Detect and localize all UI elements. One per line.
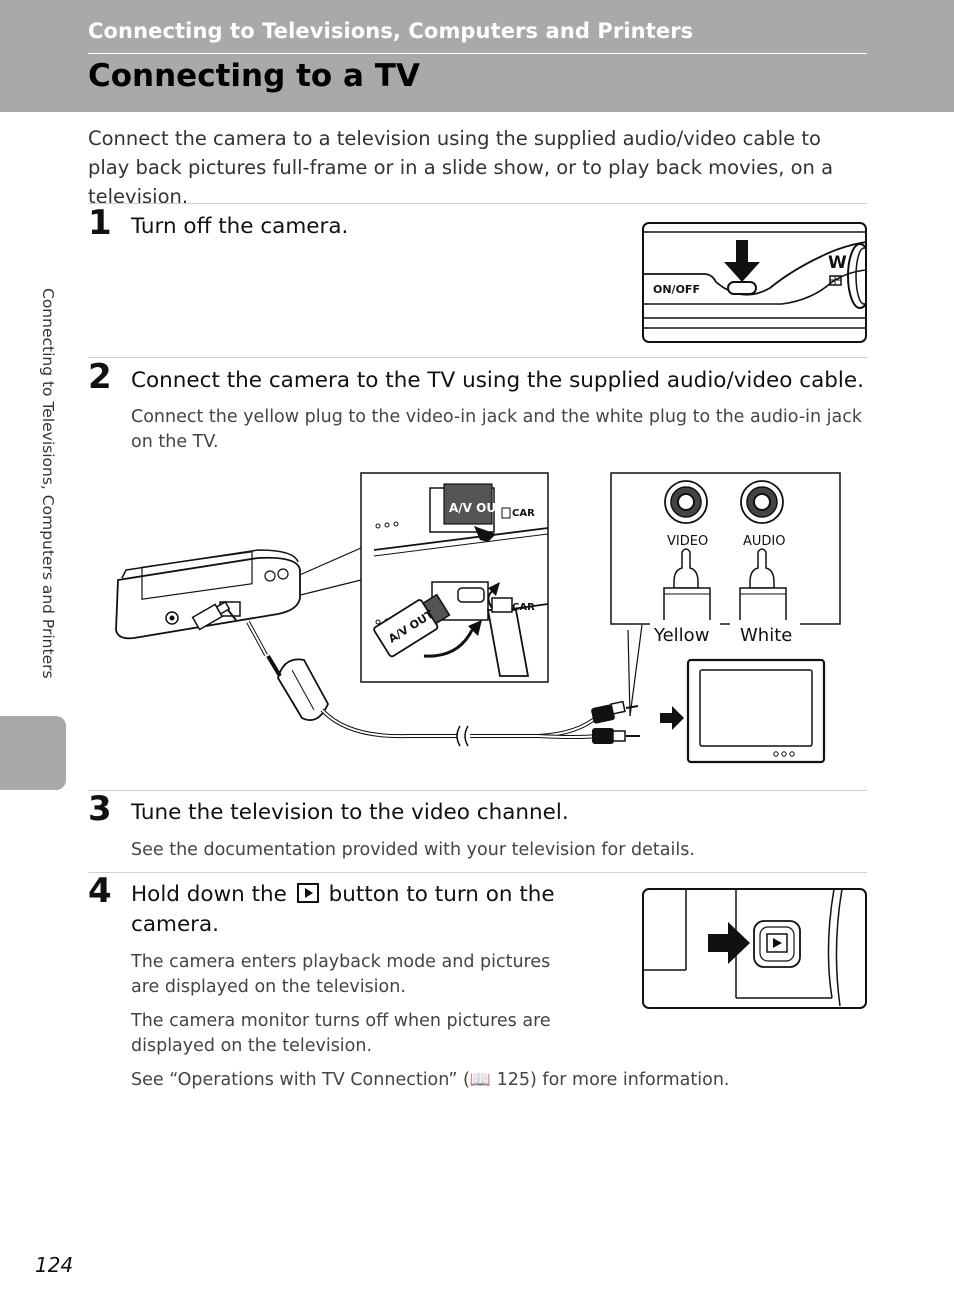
step-2-body: Connect the yellow plug to the video-in … xyxy=(131,407,863,452)
zoom-w-label: W xyxy=(828,253,847,273)
camera-body xyxy=(115,549,301,640)
tv-jacks-inset: VIDEO AUDIO Yellow White xyxy=(610,472,841,646)
page-header: Connecting to Televisions, Computers and… xyxy=(0,0,954,112)
white-plug-label: White xyxy=(740,625,792,646)
arrow-right-icon xyxy=(660,706,684,730)
television xyxy=(686,658,826,764)
step-4-body-2: The camera monitor turns off when pictur… xyxy=(131,1011,551,1056)
av-out-label: A/V OUT xyxy=(449,501,505,515)
step-4-body-1: The camera enters playback mode and pict… xyxy=(131,952,551,997)
step-4-title: Hold down the button to turn on the came… xyxy=(131,880,601,940)
step-divider xyxy=(88,790,867,791)
audio-jack-label: AUDIO xyxy=(743,534,786,549)
page-number: 124 xyxy=(35,1253,74,1277)
chapter-tab-label: Connecting to Televisions, Computers and… xyxy=(39,288,57,679)
arrow-down-icon xyxy=(724,240,760,282)
arrow-right-icon xyxy=(708,922,750,964)
camera-to-tv-connection-figure: VIDEO AUDIO Yellow White A/V OUT CAR CAR xyxy=(115,472,841,764)
step-3-body: See the documentation provided with your… xyxy=(131,840,695,860)
intro-paragraph: Connect the camera to a television using… xyxy=(88,127,834,208)
card-label-bottom: CAR xyxy=(512,602,535,613)
step-4-ref-text-start: See “Operations with TV Connection” ( xyxy=(131,1070,470,1090)
step-4-ref-page: 125 xyxy=(496,1070,531,1090)
av-plug-small xyxy=(191,600,231,631)
step-2-number: 2 xyxy=(88,357,112,397)
play-button-icon xyxy=(296,883,319,903)
step-divider xyxy=(88,872,867,873)
playback-button-figure xyxy=(642,888,867,1009)
video-jack-label: VIDEO xyxy=(667,534,708,549)
book-reference-icon: 📖 xyxy=(469,1070,492,1090)
step-divider xyxy=(88,203,867,204)
camera-power-figure: ON/OFF W xyxy=(642,222,867,343)
step-3-number: 3 xyxy=(88,789,112,829)
ferrite-core xyxy=(277,658,330,722)
step-4-ref-text-end: ) for more information. xyxy=(530,1070,730,1090)
yellow-plug-label: Yellow xyxy=(653,625,709,646)
step-1-number: 1 xyxy=(88,203,112,243)
rca-plug-video xyxy=(591,700,639,724)
section-title: Connecting to Televisions, Computers and… xyxy=(88,19,694,43)
page-title: Connecting to a TV xyxy=(88,58,420,94)
step-3-title: Tune the television to the video channel… xyxy=(131,800,569,825)
rca-plug-audio xyxy=(592,728,640,744)
chapter-tab xyxy=(0,716,66,790)
step-1-title: Turn off the camera. xyxy=(131,214,349,239)
header-divider xyxy=(88,53,867,54)
card-label-top: CAR xyxy=(512,508,535,519)
step-4-number: 4 xyxy=(88,871,112,911)
onoff-label: ON/OFF xyxy=(653,283,700,296)
step-4-title-end: button to turn on the camera. xyxy=(131,882,555,937)
step-4-body-3: See “Operations with TV Connection” (📖 1… xyxy=(131,1068,831,1093)
step-2-title: Connect the camera to the TV using the s… xyxy=(131,368,864,393)
camera-port-inset: A/V OUT CAR CAR A/V OUT xyxy=(360,472,549,683)
step-4-title-start: Hold down the xyxy=(131,882,287,907)
step-divider xyxy=(88,357,867,358)
